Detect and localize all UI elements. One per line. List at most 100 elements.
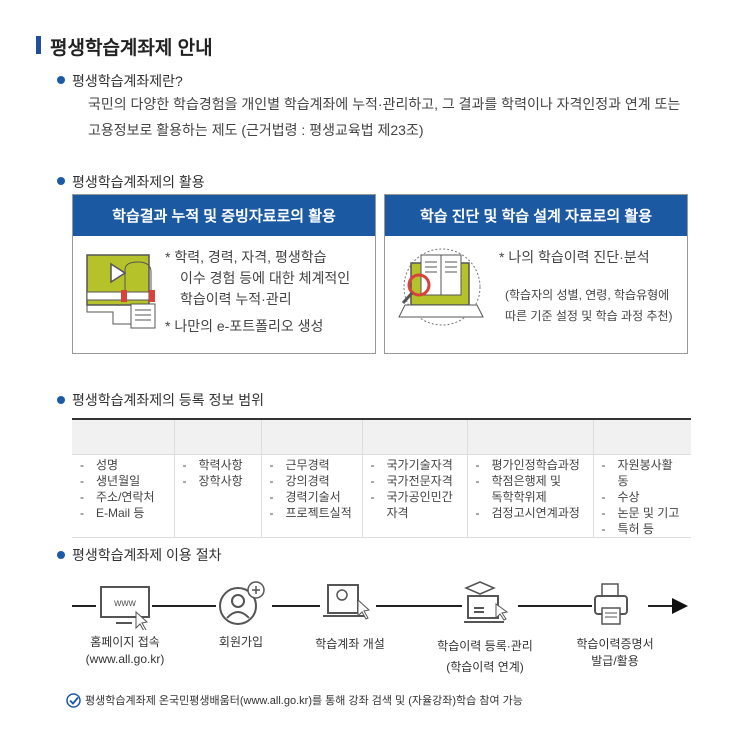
list-item: -특허 등 [602, 521, 684, 537]
section-heading: 평생학습계좌제 이용 절차 [72, 547, 222, 563]
dash: - [475, 505, 480, 520]
step-label: 회원가입 [218, 635, 264, 649]
section-body: 국민의 다양한 학습경험을 개인별 학습계좌에 누적·관리하고, 그 결과를 학… [88, 91, 680, 143]
dash: - [601, 505, 606, 520]
usage-note: (학습자의 성별, 연령, 학습유형에 따른 기준 설정 및 학습 과정 추천) [505, 285, 673, 327]
list-item: -성명 [80, 457, 166, 473]
list-item: -프로젝트실적 [270, 505, 354, 521]
item-text: 국가기술자격 [386, 457, 453, 472]
website-icon: www [96, 582, 152, 630]
list-item: -수상 [602, 489, 684, 505]
dash: - [269, 473, 274, 488]
item-text: 성명 [96, 457, 119, 472]
bullet-icon [57, 551, 65, 559]
dash: - [475, 457, 480, 472]
usage-box-title: 학습결과 누적 및 증빙자료로의 활용 [73, 195, 375, 236]
www-text: www [113, 598, 136, 609]
usage-item: 이수 경험 등에 대한 체계적인 [180, 270, 351, 286]
dash: - [80, 505, 84, 520]
user-add-icon [216, 580, 272, 628]
list-item: -생년월일 [80, 473, 166, 489]
dash: - [370, 473, 375, 488]
list-item: -장학사항 [183, 473, 253, 489]
step-sublabel: 발급/활용 [591, 654, 639, 668]
list-item: -근무경력 [270, 457, 354, 473]
list-item: -경력기술서 [270, 489, 354, 505]
usage-items: * 학력, 경력, 자격, 평생학습 이수 경험 등에 대한 체계적인 학습이력… [165, 247, 350, 337]
table-cell: -근무경력-강의경력-경력기술서-프로젝트실적 [260, 454, 362, 538]
dash: - [370, 457, 375, 472]
footer-text: 평생학습계좌제 온국민평생배움터(www.all.go.kr)를 통해 강좌 검… [85, 695, 523, 707]
body-line: 고용정보로 활용하는 제도 (근거법령 : 평생교육법 제23조) [88, 122, 424, 138]
dash: - [80, 489, 84, 504]
list-item: -주소/연락처 [80, 489, 166, 505]
bullet-icon [57, 396, 65, 404]
item-text: 수상 [617, 489, 640, 504]
list-item: -강의경력 [270, 473, 354, 489]
step-label: 학습이력 등록·관리 [437, 639, 533, 653]
step-open-account: 학습계좌 개설 [300, 636, 400, 653]
usage-box-title: 학습 진단 및 학습 설계 자료로의 활용 [385, 195, 687, 236]
usage-box-diagnosis: 학습 진단 및 학습 설계 자료로의 활용 * 나의 학습이력 진단·분석 (학… [384, 194, 688, 354]
step-label: 학습계좌 개설 [315, 637, 385, 651]
laptop-magnifier-icon [398, 248, 484, 326]
item-text: 검정고시연계과정 [491, 505, 580, 520]
usage-item: * 학력, 경력, 자격, 평생학습 [165, 249, 327, 265]
item-text: 자원봉사활동 [617, 457, 673, 488]
list-item: -학점은행제 및 독학학위제 [476, 473, 585, 505]
item-text: 프로젝트실적 [285, 505, 352, 520]
item-text: 국가전문자격 [386, 473, 453, 488]
note-line: 따른 기준 설정 및 학습 과정 추천) [505, 309, 673, 323]
list-item: -학력사항 [183, 457, 253, 473]
dash: - [601, 457, 606, 472]
item-text: 평가인정학습과정 [491, 457, 580, 472]
step-register: 학습이력 등록·관리 (학습이력 연계) [420, 636, 550, 678]
list-item: -검정고시연계과정 [476, 505, 585, 521]
item-text: 생년월일 [96, 473, 141, 488]
dash: - [370, 489, 375, 504]
arrow-right-icon [672, 598, 688, 614]
section-heading: 평생학습계좌제의 활용 [72, 174, 205, 190]
section-heading: 평생학습계좌제란? [72, 73, 183, 89]
list-item: -국가기술자격 [371, 457, 459, 473]
dash: - [269, 505, 274, 520]
table-cell: -평가인정학습과정-학점은행제 및 독학학위제-검정고시연계과정 [466, 454, 593, 538]
table-cell: -성명-생년월일-주소/연락처-E-Mail 등 [72, 454, 174, 538]
registration-info-table: -성명-생년월일-주소/연락처-E-Mail 등-학력사항-장학사항-근무경력-… [72, 418, 691, 538]
graduation-laptop-icon [462, 578, 518, 626]
usage-box-accumulation: 학습결과 누적 및 증빙자료로의 활용 * 학력, 경력, 자격, 평생학습 이… [72, 194, 376, 354]
dash: - [269, 457, 274, 472]
account-open-icon [320, 580, 376, 628]
dash: - [80, 473, 84, 488]
usage-item: * 나만의 e-포트폴리오 생성 [165, 318, 324, 334]
item-text: 강의경력 [285, 473, 330, 488]
item-text: 학력사항 [198, 457, 243, 472]
step-homepage: 홈페이지 접속 (www.all.go.kr) [70, 634, 180, 668]
list-item: -평가인정학습과정 [476, 457, 585, 473]
body-line: 국민의 다양한 학습경험을 개인별 학습계좌에 누적·관리하고, 그 결과를 학… [88, 96, 681, 112]
item-text: 주소/연락처 [96, 489, 155, 504]
usage-item: * 나의 학습이력 진단·분석 [499, 249, 650, 265]
table-row: -성명-생년월일-주소/연락처-E-Mail 등-학력사항-장학사항-근무경력-… [72, 454, 691, 538]
bullet-icon [57, 76, 65, 84]
step-signup: 회원가입 [196, 634, 286, 651]
step-sublabel: (학습이력 연계) [446, 660, 524, 674]
note-line: (학습자의 성별, 연령, 학습유형에 [505, 288, 670, 302]
step-sublabel: (www.all.go.kr) [85, 652, 165, 666]
step-label: 학습이력증명서 [576, 637, 654, 651]
check-circle-icon [66, 692, 81, 708]
item-text: 논문 및 기고 [617, 505, 680, 520]
item-text: 장학사항 [198, 473, 243, 488]
item-text: 국가공인민간 자격 [386, 489, 453, 520]
section-heading: 평생학습계좌제의 등록 정보 범위 [72, 392, 264, 408]
item-text: 학점은행제 및 독학학위제 [491, 473, 562, 504]
list-item: -국가공인민간 자격 [371, 489, 459, 521]
step-certificate: 학습이력증명서 발급/활용 [560, 636, 670, 670]
dash: - [475, 473, 480, 488]
list-item: -논문 및 기고 [602, 505, 684, 521]
footer-note: 평생학습계좌제 온국민평생배움터(www.all.go.kr)를 통해 강좌 검… [66, 692, 523, 708]
dash: - [80, 457, 84, 472]
dash: - [182, 457, 187, 472]
table-cell: -자원봉사활동-수상-논문 및 기고-특허 등 [592, 454, 691, 538]
dash: - [601, 521, 606, 536]
